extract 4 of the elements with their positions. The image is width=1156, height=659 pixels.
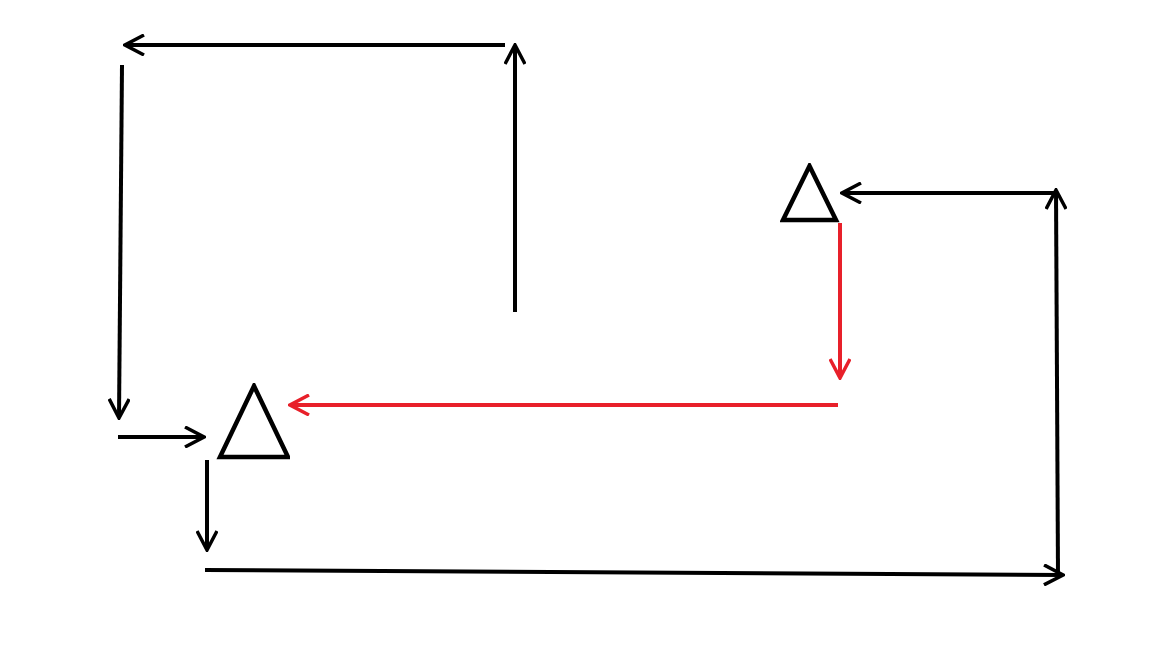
arrow bbox=[118, 425, 206, 449]
arrow bbox=[195, 460, 219, 552]
arrow bbox=[288, 393, 838, 417]
arrow bbox=[828, 223, 852, 380]
